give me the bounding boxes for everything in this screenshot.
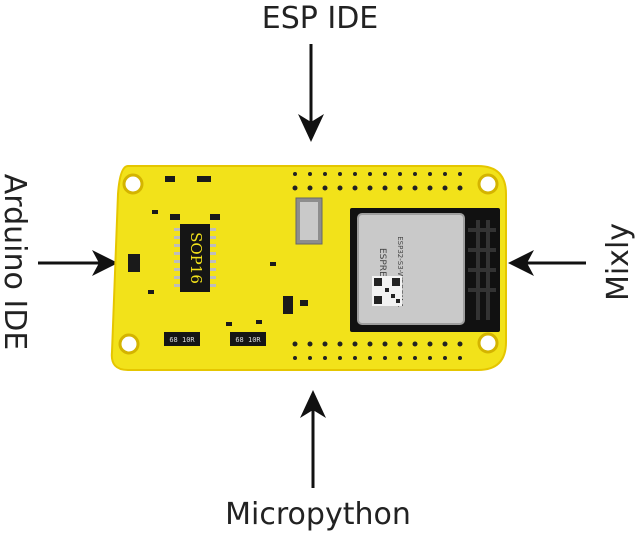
arrow-top [298, 44, 324, 142]
esp-ide-label: ESP IDE [261, 1, 379, 36]
bottom-pin-row [292, 341, 463, 360]
top-pin-row [292, 172, 463, 191]
smd-components [128, 176, 308, 326]
module-brand: ESPRESSIF [377, 248, 387, 296]
antenna-icon [468, 220, 496, 320]
resistor-array-a: 68 10R [164, 332, 200, 346]
mounting-holes [118, 173, 499, 355]
arrow-bottom [300, 390, 326, 488]
arrow-left [38, 250, 118, 276]
fpc-connector [295, 197, 323, 245]
qr-code-icon [372, 276, 402, 306]
micropython-label: Micropython [225, 497, 411, 532]
svg-text:68 10R: 68 10R [235, 336, 261, 344]
pcb-board: SOP16 68 10R 68 10R ESPRESSIF ESP32-S3-W… [110, 165, 507, 371]
resistor-array-b: 68 10R [230, 332, 266, 346]
svg-text:68 10R: 68 10R [169, 336, 195, 344]
sop16-chip: SOP16 [174, 224, 216, 292]
arrow-right [508, 250, 586, 276]
esp32-module: ESPRESSIF ESP32-S3-WROOM-1 [350, 208, 500, 332]
module-model: ESP32-S3-WROOM-1 [396, 236, 404, 307]
sop16-label: SOP16 [187, 232, 205, 284]
